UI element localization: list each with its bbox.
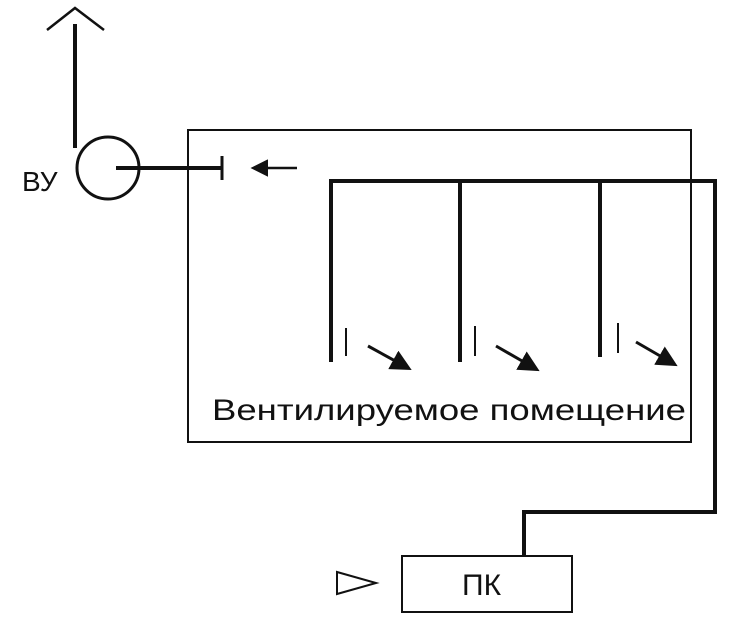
nozzle-3 [617,323,678,367]
nozzle-3-airflow-arrow [635,340,678,367]
controller-block: ПК [336,555,573,613]
controller-label: ПК [462,569,502,602]
intake-duct [116,156,297,180]
exhaust-chevron [46,6,105,31]
nozzle-2 [474,326,540,372]
controller-box [401,555,573,613]
fan-unit-label: ВУ [22,166,58,197]
exhaust-outlet [46,6,105,148]
room-label: Вентилируемое помещение [212,394,686,427]
supply-duct-main [329,179,717,556]
supply-duct [329,179,717,556]
air-inlet-triangle-icon [336,570,380,596]
nozzle-2-airflow-arrow [495,344,540,372]
ventilated-room [187,129,692,443]
nozzle-1-airflow-arrow [367,344,412,371]
nozzle-1 [345,328,412,371]
